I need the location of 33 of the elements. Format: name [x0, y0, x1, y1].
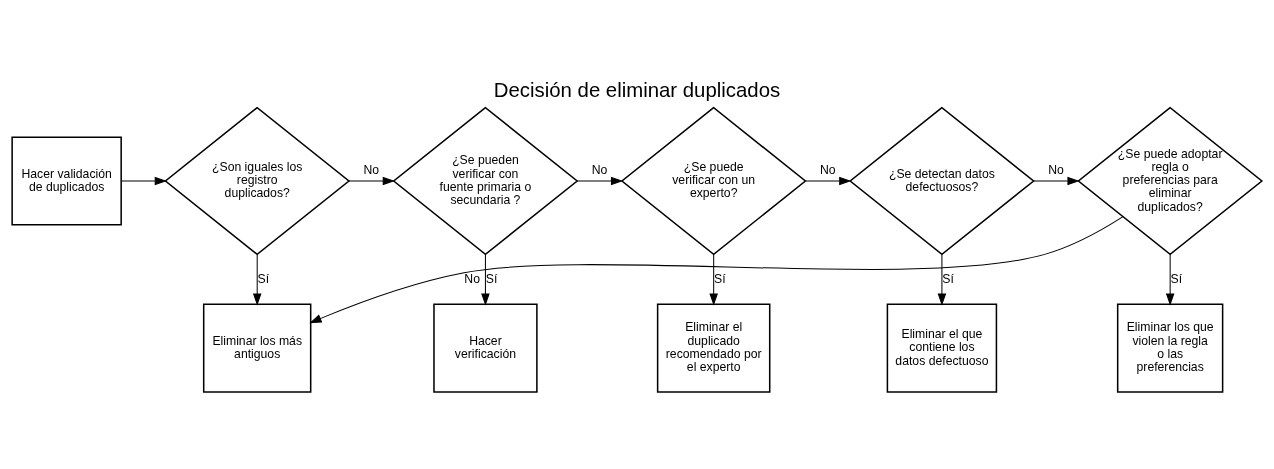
edge-label: Sí — [942, 271, 954, 286]
edge-label: Sí — [1170, 271, 1183, 286]
node-box: Eliminar los más antiguos — [202, 303, 312, 393]
edge-label: Sí — [257, 271, 270, 286]
node-box: Eliminar los que violen la regla o las preferencias — [1116, 303, 1224, 393]
node-box: Eliminar el que contiene los datos defectuoso — [886, 303, 998, 393]
node-box: Eliminar el duplicado recomendado por el experto — [656, 303, 771, 393]
arrow — [805, 176, 852, 186]
node-diamond: ¿Se puede verificar con un experto? — [620, 106, 807, 256]
arrow — [1165, 253, 1175, 306]
arrow — [1033, 176, 1080, 186]
arrow — [252, 253, 262, 306]
node-diamond: ¿Se detectan datos defectuosos? — [849, 106, 1035, 256]
node-box: Hacer verificación — [433, 303, 538, 393]
arrow — [309, 216, 1124, 324]
arrow — [576, 176, 624, 186]
node-diamond: ¿Se puede adoptar regla o preferencias para eliminar duplicados? — [1077, 106, 1264, 256]
node-box: Hacer validación de duplicados — [11, 136, 122, 226]
edge-label: No — [363, 163, 380, 178]
edge-label: No — [464, 271, 480, 286]
arrow — [937, 253, 947, 306]
edge-label: No — [1048, 163, 1064, 178]
diagram-title: Decisión de eliminar duplicados — [493, 79, 781, 102]
arrow — [348, 176, 395, 186]
edge-label: No — [591, 163, 608, 178]
edge-label: Sí — [485, 271, 498, 286]
arrow — [120, 176, 167, 186]
arrow — [481, 253, 490, 306]
arrow — [709, 253, 718, 306]
edge-label: Sí — [714, 271, 726, 286]
edge-label: No — [819, 163, 836, 178]
node-diamond: ¿Se pueden verificar con fuente primaria o secundaria ? — [392, 106, 579, 256]
node-diamond: ¿Son iguales los registro duplicados? — [164, 106, 351, 256]
